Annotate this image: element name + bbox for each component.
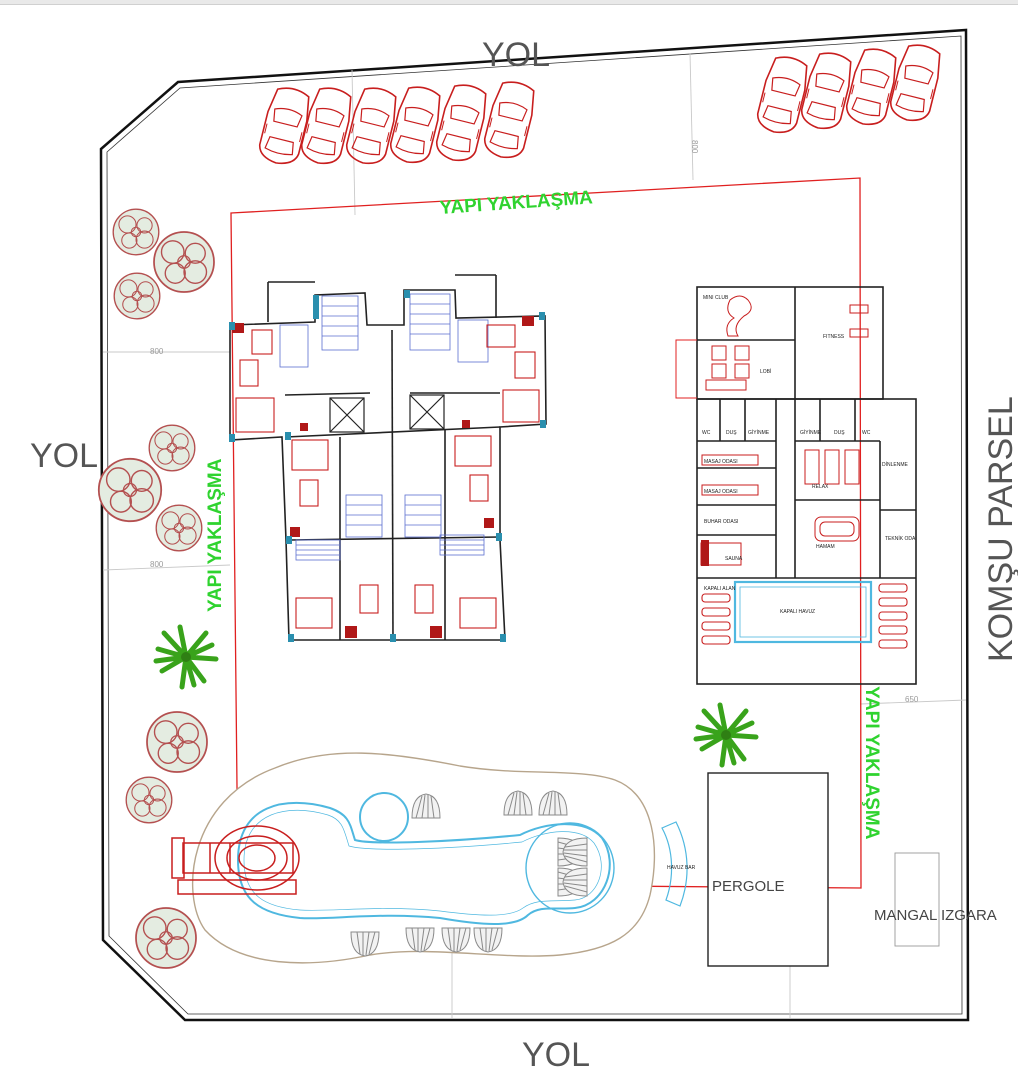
parking-north-west	[255, 77, 540, 169]
room-label: MINI CLUB	[703, 295, 729, 301]
room-label: BUHAR ODASI	[704, 519, 738, 525]
palm-icon	[696, 705, 756, 765]
sunbed-icon	[701, 593, 731, 603]
tree-icon	[97, 457, 163, 523]
tree-icon	[155, 504, 203, 552]
sunbed-icon	[701, 635, 731, 645]
sunbed-icon	[878, 597, 908, 607]
tree-icon	[113, 272, 161, 320]
dimension-label: 800	[150, 347, 164, 356]
spa-entrance	[675, 339, 697, 399]
stairs	[279, 293, 489, 561]
pool-island	[525, 822, 615, 914]
dimension-label: 800	[690, 140, 699, 154]
room-label: SAUNA	[725, 556, 743, 562]
spa-building	[696, 286, 917, 685]
room-label: RELAX	[812, 484, 829, 490]
indoor-pool	[733, 580, 873, 644]
pergola-label: PERGOLE	[712, 878, 785, 895]
outdoor-pool	[236, 801, 611, 925]
car-icon	[432, 80, 492, 166]
sunbed-icon	[878, 639, 908, 649]
car-icon	[886, 40, 946, 126]
elevators	[329, 394, 445, 433]
car-icon	[797, 48, 857, 134]
approach-label-west: YAPI YAKLAŞMA	[205, 458, 226, 612]
tree-icon	[146, 711, 208, 773]
columns	[229, 290, 546, 642]
apartment-furniture	[235, 324, 540, 629]
tree-icon	[135, 907, 197, 969]
room-label: LOBİ	[760, 368, 771, 375]
room-label: DİNLENME	[882, 461, 909, 468]
approach-label-north: YAPI YAKLAŞMA	[439, 187, 594, 219]
sunbed-icon	[701, 621, 731, 631]
road-label-south: YOL	[522, 1036, 590, 1074]
tree-icon	[125, 776, 173, 824]
road-label-north: YOL	[482, 36, 550, 74]
parking-north-east	[753, 40, 946, 138]
car-icon	[842, 44, 902, 130]
sunbed-icon	[878, 611, 908, 621]
room-label: MASAJ ODASI	[704, 459, 738, 465]
road-label-east: KOMŞU PARSEL	[982, 396, 1018, 662]
grill-label: MANGAL IZGARA	[874, 907, 997, 924]
car-icon	[386, 82, 446, 168]
room-label: GİYİNME	[800, 429, 822, 436]
jacuzzi	[359, 792, 409, 842]
screen-top-bar	[0, 0, 1018, 5]
room-label: TEKNİK ODA	[885, 535, 916, 542]
dimension-label: 650	[905, 695, 919, 704]
pool-bar-label: HAVUZ BAR	[667, 865, 696, 871]
room-label: HAMAM	[816, 544, 835, 550]
room-label: KAPALI ALAN	[704, 586, 736, 592]
site-boundary	[99, 28, 970, 1022]
room-label: KAPALI HAVUZ	[780, 609, 815, 615]
grill-area	[894, 852, 940, 947]
sunbed-icon	[878, 583, 908, 593]
indoor-sunbeds	[701, 583, 908, 649]
approach-line	[230, 177, 862, 889]
sunbed-icon	[701, 607, 731, 617]
car-icon	[297, 83, 357, 169]
room-label: WC	[702, 430, 711, 436]
survey-lines	[102, 52, 967, 1018]
room-label: DUŞ	[834, 430, 845, 436]
pergola	[707, 772, 829, 967]
apartment-building	[229, 274, 547, 641]
sauna-heater	[701, 540, 709, 566]
palm-icon	[156, 627, 216, 687]
car-icon	[342, 83, 402, 169]
pool-bar	[661, 821, 688, 907]
room-label: MASAJ ODASI	[704, 489, 738, 495]
room-label: DUŞ	[726, 430, 737, 436]
room-label: WC	[862, 430, 871, 436]
apartment-solid-fixtures	[232, 316, 534, 638]
tree-icon	[112, 208, 160, 256]
approach-label-east: YAPI YAKLAŞMA	[861, 686, 882, 840]
dimension-label: 800	[150, 560, 164, 569]
room-label: FITNESS	[823, 334, 845, 340]
tree-icon	[153, 231, 215, 293]
playground-structure	[171, 825, 300, 895]
tree-icon	[148, 424, 196, 472]
road-label-west: YOL	[30, 437, 98, 475]
car-icon	[753, 52, 813, 138]
room-label: GİYİNME	[748, 429, 770, 436]
car-icon	[480, 77, 540, 163]
sunbed-icon	[878, 625, 908, 635]
